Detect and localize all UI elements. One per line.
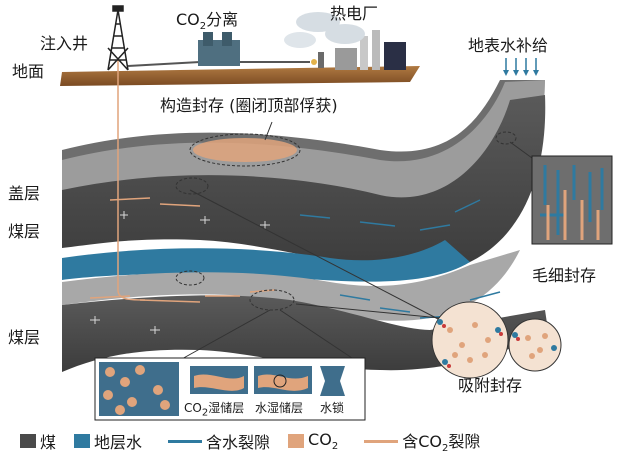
inset-water-reservoir-label: 水湿储层: [255, 401, 304, 415]
coal-seam-upper-label: 煤层: [8, 222, 41, 241]
surface-water-label: 地表水补给: [468, 36, 549, 55]
legend-label-water: 地层水: [94, 433, 143, 453]
pipeline: [127, 61, 310, 67]
strata: [62, 80, 548, 372]
lower-coal-seam: [62, 295, 548, 372]
legend-co2-prefix: CO: [308, 430, 332, 449]
legend-co2f-prefix: 含CO: [402, 432, 442, 451]
ground-surface: [60, 66, 420, 86]
co2-fracture-line: [364, 439, 399, 443]
capillary-trap-label: 毛细封存: [532, 266, 597, 285]
legend-item-water: 地层水: [74, 429, 142, 453]
power-plant-label: 热电厂: [330, 4, 379, 23]
inset-co2-reservoir-label: CO2湿储层: [184, 402, 244, 418]
structural-trap-zone: [189, 121, 301, 167]
legend-label-co2: CO2: [308, 430, 338, 452]
legend-item-co2-fracture: 含CO2裂隙: [356, 428, 480, 454]
co2-separation-label: CO2分离: [176, 12, 238, 32]
legend-co2f-sub: 2: [441, 443, 449, 455]
injection-pipe: [117, 60, 146, 301]
legend-item-coal: 煤: [20, 429, 56, 453]
co2-swatch: [288, 434, 305, 449]
co2-separator-icon: [198, 32, 240, 66]
legend-item-water-fracture: 含水裂隙: [160, 429, 270, 453]
ground-label: 地面: [12, 62, 45, 81]
structural-trap-label: 构造封存 (圈闭顶部俘获): [160, 96, 338, 115]
adsorption-trap-label: 吸附封存: [458, 376, 523, 395]
highlight-ellipses: [175, 131, 517, 311]
surface-water-arrows: [503, 58, 539, 76]
formation-water-layer: [62, 240, 470, 282]
power-plant-icon: [284, 12, 406, 70]
lower-caprock: [62, 250, 520, 321]
legend-label-coal: 煤: [40, 433, 57, 453]
inset-co2-prefix: CO: [184, 401, 202, 415]
upper-coal-seam: [62, 95, 546, 272]
co2-separation-sub: 2: [199, 21, 207, 33]
drilling-derrick-icon: [107, 5, 129, 71]
legend-co2-sub: 2: [331, 441, 339, 453]
pore-scale-inset: [94, 309, 366, 421]
water-fracture-line: [168, 439, 203, 443]
capillary-trap-inset: [189, 141, 613, 321]
caprock-label: 盖层: [8, 184, 41, 203]
co2-separation-prefix: CO: [176, 10, 200, 29]
coal-swatch: [20, 434, 36, 449]
inset-co2-suffix: 湿储层: [208, 401, 245, 415]
inset-co2-sub: 2: [201, 407, 209, 419]
co2-separation-suffix: 分离: [206, 10, 239, 29]
inset-water-lock-label: 水锁: [320, 401, 345, 415]
co2-fractures: [89, 197, 276, 303]
coal-seam-lower-label: 煤层: [8, 328, 41, 347]
legend-label-co2-fracture: 含CO2裂隙: [402, 428, 480, 454]
legend: 煤 地层水 含水裂隙 CO2 含CO2裂隙: [20, 428, 494, 454]
formation-water-swatch: [74, 434, 91, 449]
injection-well-label: 注入井: [40, 34, 89, 53]
adsorption-inset: [295, 301, 562, 379]
legend-item-co2: CO2: [288, 430, 338, 452]
coal-cleats: [90, 211, 270, 334]
legend-co2f-suffix: 裂隙: [448, 432, 481, 451]
legend-label-water-fracture: 含水裂隙: [206, 433, 271, 453]
